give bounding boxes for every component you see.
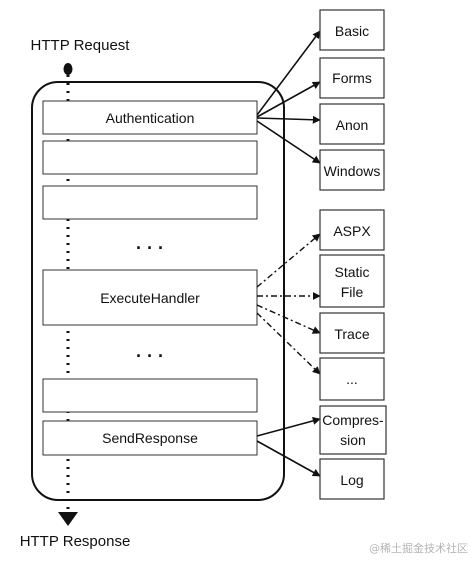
execute-handler-label: ExecuteHandler: [100, 290, 200, 306]
authentication-label: Authentication: [106, 110, 195, 126]
arrow-to-windows: [256, 120, 321, 164]
static-file-box: [319, 254, 385, 308]
more-handlers-label: ...: [346, 371, 358, 387]
pipeline-container: [31, 81, 285, 501]
arrow-to-anon: [256, 115, 321, 124]
response-arrowhead: [58, 512, 78, 526]
forms-box: [319, 57, 385, 99]
arrow-to-log: [256, 440, 321, 477]
ellipsis-upper: · · ·: [136, 238, 164, 258]
empty-stage-box: [42, 185, 258, 220]
anon-box: [319, 103, 385, 145]
basic-label: Basic: [335, 23, 369, 39]
arrow-to-aspx: [256, 233, 321, 288]
static-file-label-line2: File: [341, 284, 364, 300]
forms-label: Forms: [332, 70, 372, 86]
http-response-label: HTTP Response: [20, 533, 131, 550]
anon-label: Anon: [336, 117, 369, 133]
authentication-box: [42, 100, 258, 135]
arrow-to-trace: [256, 304, 321, 334]
aspx-label: ASPX: [333, 223, 371, 239]
compression-label-line2: sion: [340, 432, 366, 448]
arrow-to-more: [256, 312, 321, 375]
windows-box: [319, 149, 385, 191]
arrow-to-compression: [256, 417, 321, 437]
compression-box: [319, 405, 387, 455]
trace-label: Trace: [334, 326, 369, 342]
static-file-label-line1: Static: [334, 264, 369, 280]
watermark: @稀土掘金技术社区: [369, 541, 468, 555]
arrow-to-forms: [256, 81, 321, 118]
more-handlers-box: [319, 357, 385, 401]
execute-handler-box: [42, 269, 258, 326]
ellipsis-lower: · · ·: [136, 346, 164, 366]
windows-label: Windows: [324, 163, 381, 179]
send-response-label: SendResponse: [102, 430, 198, 446]
basic-box: [319, 9, 385, 51]
empty-stage-box: [42, 140, 258, 175]
arrow-to-basic: [256, 30, 321, 116]
http-request-label: HTTP Request: [31, 37, 131, 54]
trace-box: [319, 312, 385, 354]
log-label: Log: [340, 472, 363, 488]
request-start-dot: [63, 63, 73, 75]
empty-stage-box: [42, 378, 258, 413]
log-box: [319, 458, 385, 500]
compression-label-line1: Compres-: [322, 412, 384, 428]
aspx-box: [319, 209, 385, 251]
send-response-box: [42, 420, 258, 456]
